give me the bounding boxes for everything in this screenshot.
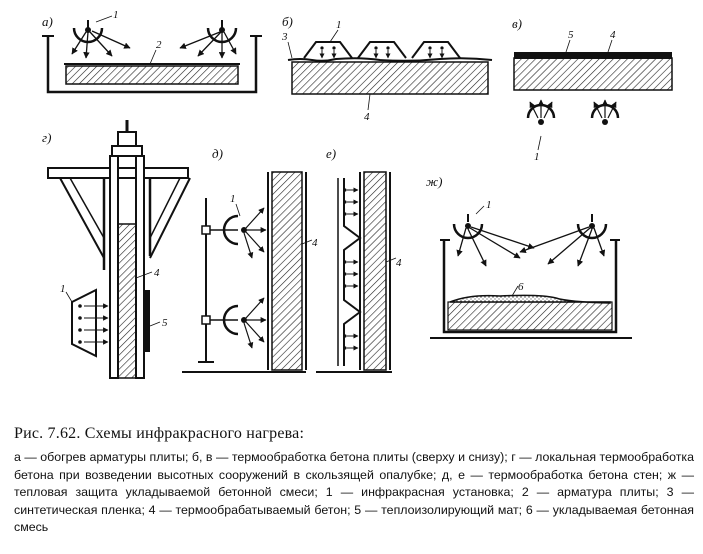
ir-lamp-below-right-icon [590,99,620,125]
panel-b: б) 1 3 4 [281,14,493,123]
ir-panel-wall-heaters-icon [337,178,362,366]
callout-d-1: 1 [230,193,236,205]
panel-label-a: а) [42,14,53,29]
callout-e-4: 4 [396,257,402,269]
panel-zh: ж) 1 6 [426,174,632,339]
panel-a: а) 1 2 [42,9,262,94]
callout-d-4: 4 [312,237,318,249]
callout-v-4: 4 [610,29,616,41]
ir-lamp-right-icon [519,214,608,267]
callout-g-4: 4 [154,267,160,279]
callout-g-1: 1 [60,283,66,295]
ir-lamp-right-icon [179,20,238,59]
callout-b-4: 4 [364,111,370,123]
caption-body: а — обогрев арматуры плиты; б, в — термо… [14,450,694,535]
ir-lamp-wall-upper-icon [222,207,267,259]
panel-label-d: д) [212,146,223,161]
panel-label-e: е) [326,146,336,161]
callout-v-5: 5 [568,29,574,41]
callout-b-3: 3 [281,31,288,43]
callout-a-2: 2 [156,39,162,51]
callout-g-5: 5 [162,317,168,329]
figure-caption: Рис. 7.62. Схемы инфракрасного нагрева: … [14,425,694,537]
panel-d: д) 1 4 [182,146,318,373]
callout-b-1: 1 [336,19,342,31]
callout-a-1: 1 [113,9,119,21]
panel-label-v: в) [512,16,522,31]
ir-lamp-below-left-icon [526,99,556,125]
ir-lamp-wall-lower-icon [222,297,267,349]
callout-zh-1: 1 [486,199,492,211]
panel-label-g: г) [42,130,51,145]
panel-e: е) 4 [316,146,402,373]
infrared-heating-diagram: а) 1 2 б) [42,9,673,379]
ir-lamp-left-icon [452,214,535,267]
panel-g: г) 1 [42,120,191,379]
ir-lamp-left-icon [71,20,131,59]
ir-unit-icon [71,288,109,358]
panel-label-b: б) [282,14,293,29]
ir-panel-heaters-icon [303,41,461,59]
callout-v-1: 1 [534,151,540,163]
caption-title: Рис. 7.62. Схемы инфракрасного нагрева: [14,425,305,442]
panel-label-zh: ж) [426,174,442,189]
callout-zh-6: 6 [518,281,524,293]
panel-v: в) 5 4 1 [512,16,673,163]
